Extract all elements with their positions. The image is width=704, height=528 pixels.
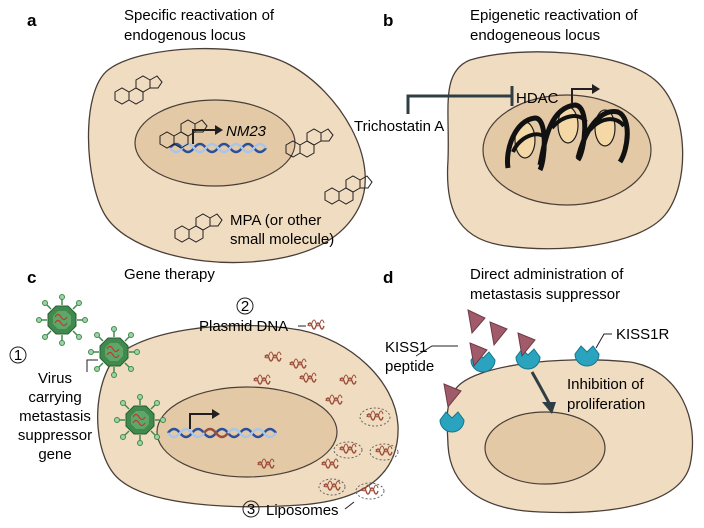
receptor-icon xyxy=(515,348,541,370)
gene-label: NM23 xyxy=(226,123,267,140)
panel-letter-c: c xyxy=(27,268,36,287)
dna-helix-c xyxy=(167,427,277,439)
title-c: Gene therapy xyxy=(124,266,215,283)
virus-label-line: metastasis xyxy=(19,408,91,425)
virus-label-line: gene xyxy=(38,446,71,463)
peptide-label-line2: peptide xyxy=(385,358,434,375)
transcription-arrow-c xyxy=(189,413,212,429)
number-circle xyxy=(9,346,27,364)
receptor-icon xyxy=(574,345,600,367)
peptide-icon xyxy=(443,309,536,409)
kiss1-pointer-line xyxy=(415,345,458,357)
panel-d xyxy=(415,309,694,514)
receptor-label: KISS1R xyxy=(616,326,670,343)
plasmid-number: 2 xyxy=(241,298,249,315)
virus-icon xyxy=(113,393,167,447)
virus-label-line: Virus xyxy=(38,370,72,387)
liposome-icon xyxy=(318,407,399,500)
nucleus-d xyxy=(484,411,606,485)
nucleus-c xyxy=(156,386,338,478)
nucleus-a xyxy=(134,99,296,187)
dna-helix-a xyxy=(169,142,267,154)
kiss1r-pointer-line xyxy=(595,333,612,349)
title-a-line2: endogenous locus xyxy=(124,27,246,44)
molecule-label-line1: MPA (or other xyxy=(230,212,321,229)
effect-label-line1: Inhibition of xyxy=(567,376,645,393)
virus-icon xyxy=(35,293,89,347)
plasmid-label: Plasmid DNA xyxy=(199,318,288,335)
drug-label: Trichostatin A xyxy=(354,118,444,135)
virus-number: 1 xyxy=(14,347,22,364)
virus-label-line: carrying xyxy=(28,389,81,406)
title-a-line1: Specific reactivation of xyxy=(124,7,275,24)
number-circle xyxy=(236,297,254,315)
panel-b xyxy=(406,51,684,250)
virus-pointer-line xyxy=(86,359,98,372)
panel-letter-d: d xyxy=(383,268,393,287)
title-d-line2: metastasis suppressor xyxy=(470,286,620,303)
title-b-line1: Epigenetic reactivation of xyxy=(470,7,638,24)
virus-label-line: suppressor xyxy=(18,427,92,444)
plasmid-icon xyxy=(307,319,325,330)
transcription-arrow-b xyxy=(571,88,592,103)
panel-letter-a: a xyxy=(27,11,37,30)
panel-c xyxy=(35,293,399,510)
title-b-line2: endogeneous locus xyxy=(470,27,600,44)
liposome-label: Liposomes xyxy=(266,502,339,519)
panel-a xyxy=(87,47,373,264)
liposome-number: 3 xyxy=(247,501,255,518)
effect-label-line2: proliferation xyxy=(567,396,645,413)
title-d-line1: Direct administration of xyxy=(470,266,624,283)
virus-icon xyxy=(87,325,141,379)
number-circle xyxy=(242,500,260,518)
enzyme-label: HDAC xyxy=(516,90,559,107)
nucleosomes xyxy=(504,102,630,172)
transcription-arrow-a xyxy=(192,129,215,144)
inhibition-line xyxy=(406,94,512,114)
molecule-label-line2: small molecule) xyxy=(230,231,334,248)
peptide-label-line1: KISS1 xyxy=(385,339,428,356)
panel-letter-b: b xyxy=(383,11,393,30)
